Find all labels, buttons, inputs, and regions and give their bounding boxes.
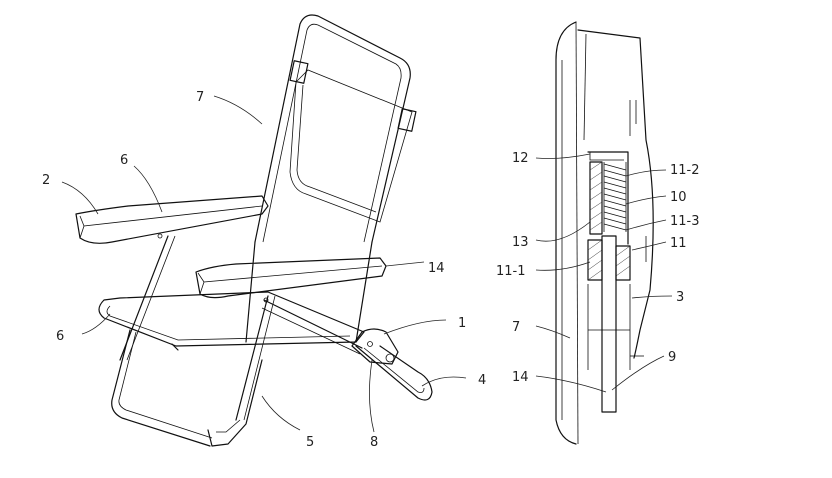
recline-strut [263,299,363,349]
label-7: 7 [196,90,204,105]
foot-rest [355,345,433,401]
label-9: 9 [668,350,676,365]
housing-wall [577,29,654,359]
front-leg-frame [207,359,263,447]
seat-frame [98,291,365,347]
hatched-block-lower [587,239,603,281]
backrest-frame [254,14,411,243]
label-11-1: 11-1 [496,264,526,279]
rear-leg-left [111,329,211,447]
label-11-3: 11-3 [670,214,700,229]
label-14-section: 14 [512,370,529,385]
spring-housing [587,151,629,245]
backrest-frame-inner [262,23,402,243]
label-13: 13 [512,235,529,250]
label-6-lower: 6 [56,329,64,344]
backrest-fabric [289,69,413,223]
label-8: 8 [370,435,378,450]
armrest-pad-left [75,195,269,244]
upper-clip-right [397,108,417,132]
label-11-2: 11-2 [670,163,700,178]
compression-spring [603,162,627,232]
label-3: 3 [676,290,684,305]
label-5: 5 [306,435,314,450]
label-12: 12 [512,151,529,166]
armrest-pad-right [195,257,387,299]
folding-chair-view: 7 6 2 14 6 1 4 5 8 [42,14,486,450]
label-1: 1 [458,316,466,331]
label-7-section: 7 [512,320,520,335]
upper-clip-left [289,60,309,84]
label-6-upper: 6 [120,153,128,168]
label-11: 11 [670,236,687,251]
label-2: 2 [42,173,50,188]
label-10: 10 [670,190,687,205]
adjuster-bracket [351,328,399,365]
armrest-support-right [235,295,269,421]
label-4: 4 [478,373,486,388]
label-14: 14 [428,261,445,276]
central-rod [601,235,617,413]
section-view: 12 11-2 10 11-3 11 13 11-1 3 7 9 14 [496,21,700,445]
hatched-block-upper [589,161,603,235]
